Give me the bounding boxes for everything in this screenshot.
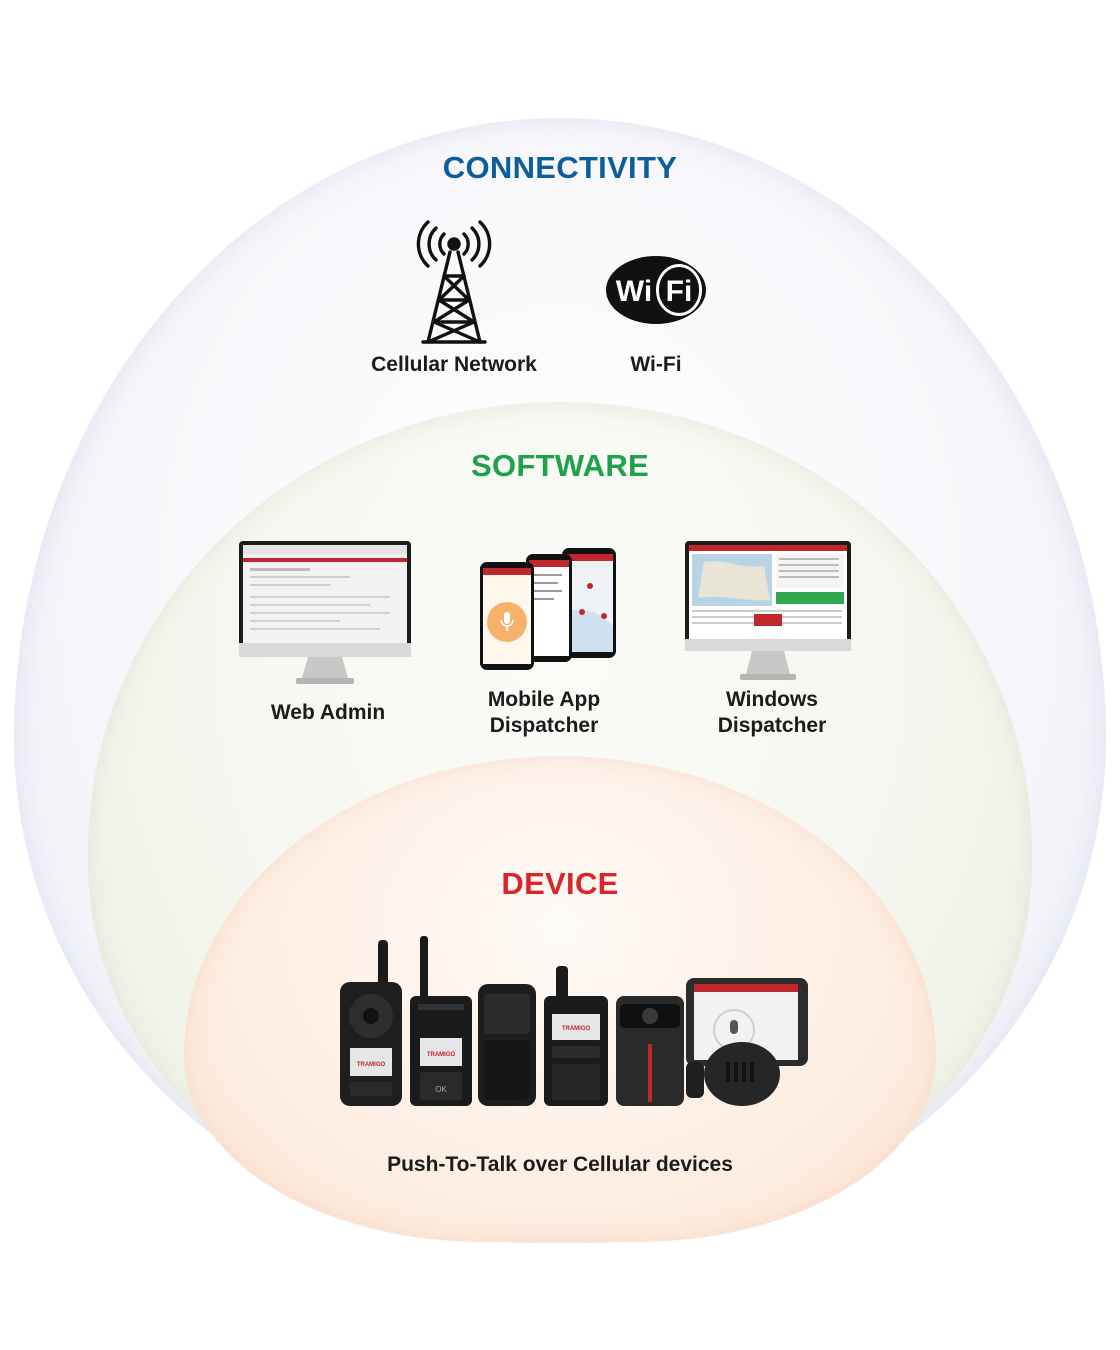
brand-text-4: TRAMIGO <box>562 1026 591 1032</box>
cellular-network-label: Cellular Network <box>371 353 537 376</box>
radio-3 <box>478 984 536 1106</box>
brand-text-2: TRAMIGO <box>427 1052 456 1058</box>
windows-dispatcher-label: Windows Dispatcher <box>682 687 862 739</box>
ptt-devices-icon: TRAMIGO TRAMIGO OK TRAMIGO <box>340 936 808 1106</box>
connectivity-title: CONNECTIVITY <box>442 150 678 185</box>
radio-2: TRAMIGO OK <box>410 936 472 1106</box>
monitor-map-icon <box>685 541 851 680</box>
tablet-with-mic <box>686 978 808 1106</box>
device-caption: Push-To-Talk over Cellular devices <box>387 1153 733 1176</box>
svg-text:Wi: Wi <box>616 275 652 308</box>
wifi-label: Wi-Fi <box>630 353 682 376</box>
brand-text-1: TRAMIGO <box>357 1062 386 1068</box>
phones-icon <box>480 548 616 670</box>
monitor-icon <box>239 541 411 684</box>
body-camera <box>616 996 684 1106</box>
radio-4: TRAMIGO <box>544 966 608 1106</box>
wifi-logo-icon: Wi Fi <box>606 256 706 324</box>
mobile-app-label-line1: Mobile App <box>487 688 601 711</box>
software-title: SOFTWARE <box>470 448 650 483</box>
cell-tower-icon <box>416 220 492 344</box>
radio-1: TRAMIGO <box>340 940 402 1106</box>
web-admin-label: Web Admin <box>270 701 386 724</box>
device-title: DEVICE <box>501 866 619 901</box>
svg-text:Fi: Fi <box>666 275 693 308</box>
mobile-app-label-line2: Dispatcher <box>489 714 599 737</box>
windows-label-line1: Windows <box>726 688 818 711</box>
windows-label-line2: Dispatcher <box>717 714 827 737</box>
ok-key: OK <box>435 1085 447 1094</box>
mobile-app-dispatcher-label: Mobile App Dispatcher <box>454 687 634 739</box>
